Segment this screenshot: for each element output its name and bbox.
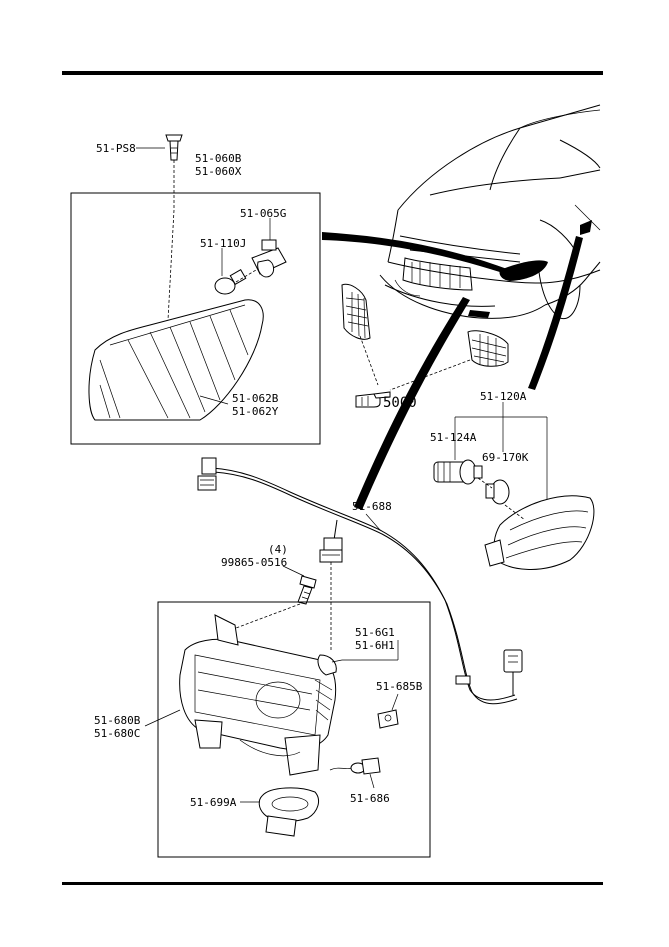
label-bulb-686: 51-686 [350, 792, 390, 805]
label-socket-065g: 51-065G [240, 207, 286, 220]
bulb-170k-part [485, 479, 510, 505]
fog-lamp-panel [157, 601, 431, 858]
leader-686 [369, 773, 375, 789]
leader-6g1 [331, 659, 343, 663]
label-lens-062b: 51-062B [232, 392, 279, 405]
label-fog-680b: 51-680B [94, 714, 141, 727]
label-bolt-99865: 99865-0516 [221, 556, 287, 569]
label-ref-5000: 5000 [383, 395, 417, 411]
leader-grille-right [389, 359, 471, 391]
bezel-699a-part [258, 787, 319, 837]
label-fog-680c: 51-680C [94, 727, 140, 740]
label-fog-6g1: 51-6G1 [355, 626, 395, 639]
label-bezel-699a: 51-699A [190, 796, 237, 809]
dashed-bulb-socket [235, 269, 257, 283]
leader-band-fog [354, 297, 470, 510]
label-bulb-110j: 51-110J [200, 237, 246, 250]
label-bulb-170k: 69-170K [482, 451, 529, 464]
leader-grille-left [359, 335, 379, 386]
leader-680b [144, 709, 181, 727]
dashed-bolt [235, 603, 301, 629]
pointing-hand-icon [355, 391, 391, 408]
dashed-bulb-170k [477, 477, 493, 489]
fog-grille-right [467, 330, 509, 367]
socket-065g-part [251, 239, 287, 278]
socket-124a-part [433, 459, 483, 485]
leader-band-side [528, 236, 583, 390]
label-fog-6h1: 51-6H1 [355, 639, 395, 652]
bolt-part [297, 575, 317, 605]
label-lens-062y: 51-062Y [232, 405, 279, 418]
leader-688 [365, 513, 381, 531]
label-qty-4: (4) [268, 543, 288, 556]
label-housing-060b: 51-060B [195, 152, 242, 165]
bulb-686-part [329, 757, 381, 775]
leader-bolt [282, 565, 305, 577]
push-clip-part [165, 134, 183, 161]
leader-685b [391, 693, 399, 711]
bracket-685b-part [377, 709, 399, 729]
corner-lens-part [88, 299, 264, 421]
label-side-120a: 51-120A [480, 390, 527, 403]
leader-band-corner [322, 232, 512, 276]
bottom-rule [62, 882, 603, 885]
fog-lamp-part [179, 614, 337, 776]
label-harness-688: 51-688 [352, 500, 392, 513]
leader-062b [199, 395, 229, 405]
dashed-marker-lens [504, 504, 526, 521]
label-bracket-685b: 51-685B [376, 680, 423, 693]
label-ps8: 51-PS8 [96, 142, 136, 155]
wiring-harness-part [197, 457, 523, 705]
dashed-guide-housing [167, 209, 175, 321]
label-housing-060x: 51-060X [195, 165, 242, 178]
label-socket-124a: 51-124A [430, 431, 477, 444]
top-rule [62, 71, 603, 75]
bulb-110j-part [214, 268, 247, 295]
corner-lamp-panel [70, 192, 321, 445]
side-marker-lens-part [484, 495, 595, 570]
fog-grille-left [341, 283, 371, 340]
